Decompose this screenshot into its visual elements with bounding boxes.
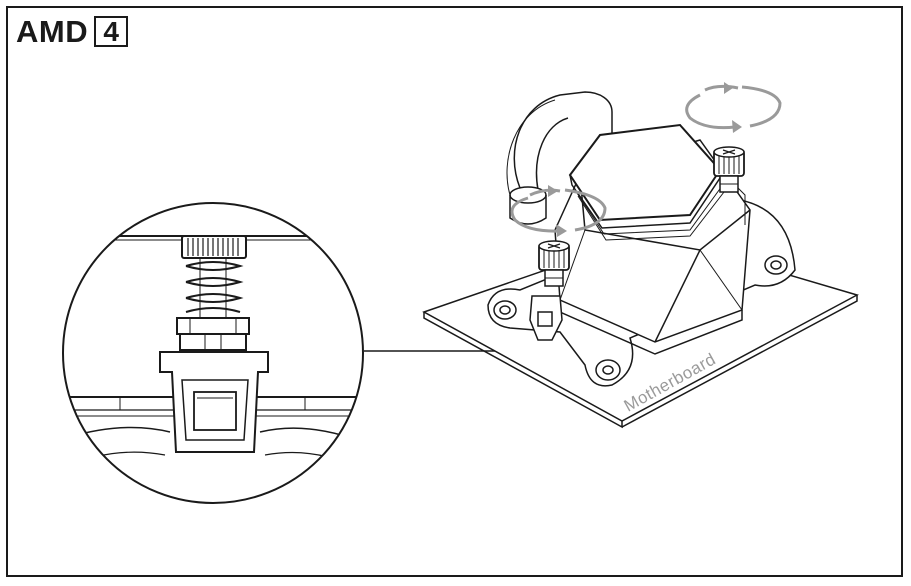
- step-number: 4: [94, 16, 129, 47]
- thumb-screw-icon: [538, 240, 570, 287]
- rotate-arrows-icon: [685, 82, 782, 133]
- bracket-clip: [159, 351, 269, 453]
- bracket-clip: [529, 295, 563, 341]
- step-heading: AMD 4: [16, 14, 129, 49]
- spring: [185, 258, 244, 320]
- thumb-screw-icon: [713, 146, 745, 193]
- thumb-screw-icon: [181, 235, 247, 259]
- motherboard-assembly: [422, 91, 859, 429]
- zoom-detail: [62, 202, 364, 504]
- pump-block: [554, 123, 751, 355]
- rotate-arrows-icon: [510, 185, 607, 237]
- brand-label: AMD: [16, 14, 89, 49]
